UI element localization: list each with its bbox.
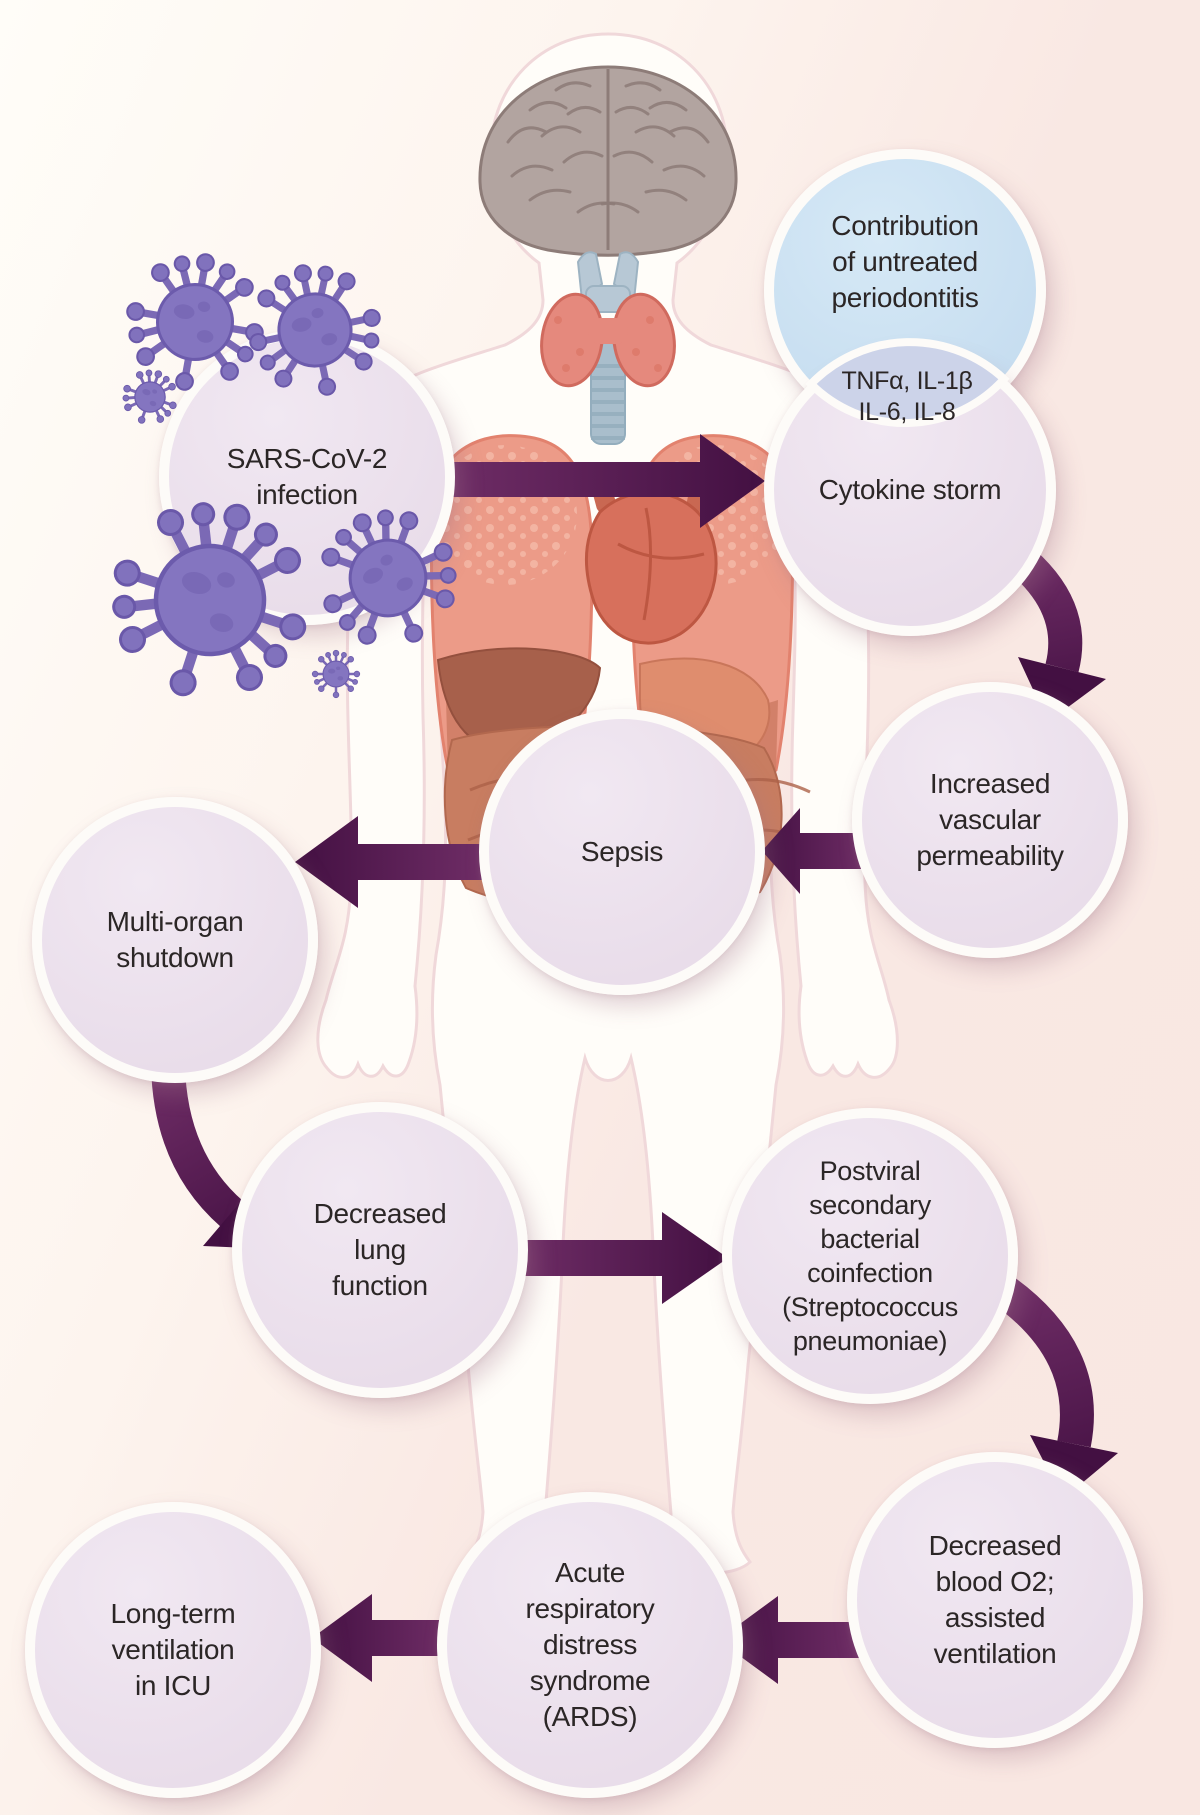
trachea-icon <box>590 339 626 445</box>
arrow-postviral-to-blood-o2 <box>990 1274 1118 1499</box>
node-label: Decreased blood O2; assisted ventilation <box>928 1530 1062 1669</box>
node-decreased-lung-function: Decreased lung function <box>232 1102 528 1398</box>
arrow-lung-function-to-postviral <box>515 1212 728 1304</box>
cytokine-list: TNFα, IL-1β IL-6, IL-8 <box>841 367 973 426</box>
arrow-vascular-to-sepsis <box>762 808 868 894</box>
node-label: Cytokine storm <box>818 474 1002 505</box>
node-label: Sepsis <box>580 836 664 867</box>
virus-icon <box>310 648 362 700</box>
brain-icon <box>478 65 738 257</box>
virus-icon <box>296 486 480 670</box>
node-label: Contribution of untreated periodontitis <box>831 210 979 313</box>
node-long-term-ventilation-icu: Long-term ventilation in ICU <box>25 1502 321 1798</box>
node-label: SARS-CoV-2 infection <box>226 443 388 510</box>
thyroid-icon <box>540 292 676 388</box>
node-label: Postviral secondary bacterial coinfectio… <box>782 1156 958 1356</box>
arrow-blood-o2-to-ards <box>718 1596 862 1684</box>
virus-icon <box>113 360 187 434</box>
node-increased-vascular-permeability: Increased vascular permeability <box>852 682 1128 958</box>
node-label: Acute respiratory distress syndrome (ARD… <box>525 1557 655 1732</box>
node-postviral-coinfection: Postviral secondary bacterial coinfectio… <box>722 1108 1018 1404</box>
arrow-ards-to-icu <box>312 1594 448 1682</box>
node-ards: Acute respiratory distress syndrome (ARD… <box>437 1492 743 1798</box>
node-decreased-blood-o2: Decreased blood O2; assisted ventilation <box>847 1452 1143 1748</box>
arrow-sars-to-cytokine-storm <box>445 434 765 528</box>
node-multi-organ-shutdown: Multi-organ shutdown <box>32 797 318 1083</box>
virus-icon <box>85 475 334 724</box>
node-label: Long-term ventilation in ICU <box>110 1598 236 1701</box>
node-label: Increased vascular permeability <box>916 768 1064 871</box>
node-label: Multi-organ shutdown <box>106 906 244 973</box>
arrow-sepsis-to-multi-organ <box>295 816 485 908</box>
node-sepsis: Sepsis <box>479 709 765 995</box>
node-label: Decreased lung function <box>313 1198 447 1301</box>
